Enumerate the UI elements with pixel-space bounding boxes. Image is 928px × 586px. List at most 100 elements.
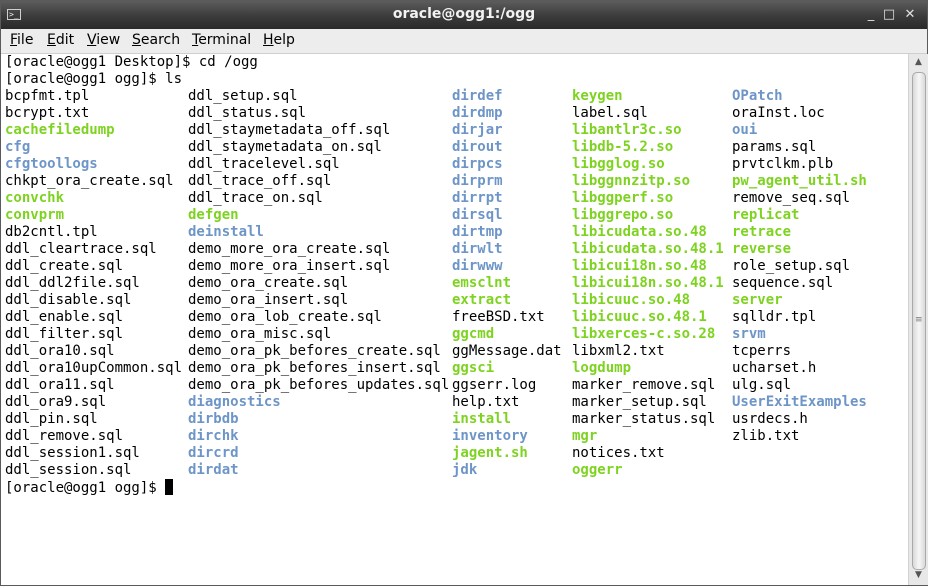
file-entry: usrdecs.h [732,411,808,427]
file-entry: ddl_ddl2file.sql [5,275,140,291]
window-title: oracle@ogg1:/ogg [392,6,536,22]
directory-entry: dirtmp [452,224,503,240]
file-entry: marker_remove.sql [572,377,716,393]
file-entry: ddl_disable.sql [5,292,132,308]
directory-entry: dirpcs [452,156,503,172]
file-entry: remove_seq.sql [732,190,851,206]
executable-entry: ggsci [452,360,495,376]
file-entry: ddl_trace_on.sql [188,190,323,206]
directory-entry: dirchk [188,428,239,444]
executable-entry: logdump [572,360,632,376]
directory-entry: cfg [5,139,31,155]
scroll-up-arrow-icon[interactable]: ▲ [915,57,922,67]
menu-edit[interactable]: Edit [47,32,75,48]
command-line-cd: [oracle@ogg1 Desktop]$ cd /ogg [5,54,258,70]
menu-help[interactable]: Help [263,32,295,48]
file-entry: params.sql [732,139,817,155]
directory-entry: dirwww [452,258,503,274]
executable-entry: retrace [732,224,792,240]
directory-entry: dirbdb [188,411,239,427]
executable-entry: libantlr3c.so [572,122,682,138]
file-entry: chkpt_ora_create.sql [5,173,174,189]
file-entry: ddl_filter.sql [5,326,124,342]
directory-entry: diagnostics [188,394,281,410]
file-entry: demo_ora_insert.sql [188,292,349,308]
file-entry: oraInst.loc [732,105,825,121]
directory-entry: dirsql [452,207,503,223]
executable-entry: libdb-5.2.so [572,139,674,155]
menu-view[interactable]: View [87,32,121,48]
file-entry: notices.txt [572,445,665,461]
file-entry: help.txt [452,394,520,410]
file-entry: tcperrs [732,343,792,359]
prompt-text: [oracle@ogg1 ogg]$ [5,480,166,496]
grip-icon: ≡ [915,315,923,325]
terminal-output[interactable]: [oracle@ogg1 Desktop]$ cd /ogg [oracle@o… [1,54,908,585]
file-entry: ddl_status.sql [188,105,307,121]
executable-entry: libggrepo.so [572,207,674,223]
file-entry: ggMessage.dat [452,343,562,359]
executable-entry: convprm [5,207,65,223]
file-entry: demo_ora_pk_befores_insert.sql [188,360,441,376]
directory-entry: dirprm [452,173,503,189]
executable-entry: oggerr [572,462,623,478]
file-entry: zlib.txt [732,428,800,444]
executable-entry: libicui18n.so.48.1 [572,275,724,291]
directory-entry: dirdat [188,462,239,478]
file-entry: ddl_setup.sql [188,88,298,104]
directory-entry: UserExitExamples [732,394,867,410]
executable-entry: jagent.sh [452,445,528,461]
directory-entry: srvm [732,326,766,342]
title-bar[interactable]: >_ oracle@ogg1:/ogg _ □ ✕ [1,1,927,29]
file-entry: label.sql [572,105,648,121]
executable-entry: ggcmd [452,326,495,342]
directory-entry: dirrpt [452,190,503,206]
maximize-icon[interactable]: □ [882,7,896,22]
file-entry: ddl_trace_off.sql [188,173,332,189]
file-entry: sqlldr.tpl [732,309,817,325]
file-entry: libxml2.txt [572,343,665,359]
file-entry: bcpfmt.tpl [5,88,90,104]
executable-entry: reverse [732,241,792,257]
executable-entry: libicuuc.so.48 [572,292,691,308]
minimize-icon[interactable]: _ [867,7,875,22]
executable-entry: libicudata.so.48.1 [572,241,724,257]
scroll-down-arrow-icon[interactable]: ▼ [915,570,922,580]
executable-entry: cachefiledump [5,122,115,138]
file-entry: ddl_tracelevel.sql [188,156,340,172]
directory-entry: inventory [452,428,528,444]
file-entry: demo_more_ora_insert.sql [188,258,391,274]
file-entry: bcrypt.txt [5,105,90,121]
file-entry: demo_ora_pk_befores_create.sql [188,343,441,359]
close-icon[interactable]: ✕ [904,7,916,22]
file-entry: ddl_ora11.sql [5,377,115,393]
file-entry: db2cntl.tpl [5,224,98,240]
file-entry: demo_ora_misc.sql [188,326,332,342]
directory-entry: dirjar [452,122,503,138]
file-entry: ddl_create.sql [5,258,124,274]
menu-file[interactable]: File [10,32,34,48]
menu-terminal[interactable]: Terminal [192,32,252,48]
text-cursor [165,479,174,495]
executable-entry: keygen [572,88,623,104]
directory-entry: dirout [452,139,503,155]
executable-entry: emsclnt [452,275,512,291]
file-entry: ddl_pin.sql [5,411,98,427]
file-entry: ddl_remove.sql [5,428,124,444]
executable-entry: libxerces-c.so.28 [572,326,716,342]
command-line-ls: [oracle@ogg1 ogg]$ ls [5,71,183,87]
vertical-scrollbar[interactable]: ▲ ≡ ▼ [908,54,928,585]
directory-entry: dirwlt [452,241,503,257]
file-entry: prvtclkm.plb [732,156,834,172]
directory-entry: dircrd [188,445,239,461]
executable-entry: libicui18n.so.48 [572,258,707,274]
scrollbar-thumb[interactable]: ≡ [912,72,926,570]
menu-bar: File Edit View Search Terminal Help [1,29,927,54]
file-entry: ggserr.log [452,377,537,393]
file-entry: ddl_staymetadata_on.sql [188,139,382,155]
menu-search[interactable]: Search [132,32,181,48]
file-entry: demo_ora_create.sql [188,275,349,291]
executable-entry: libgglog.so [572,156,665,172]
file-entry: ddl_cleartrace.sql [5,241,157,257]
